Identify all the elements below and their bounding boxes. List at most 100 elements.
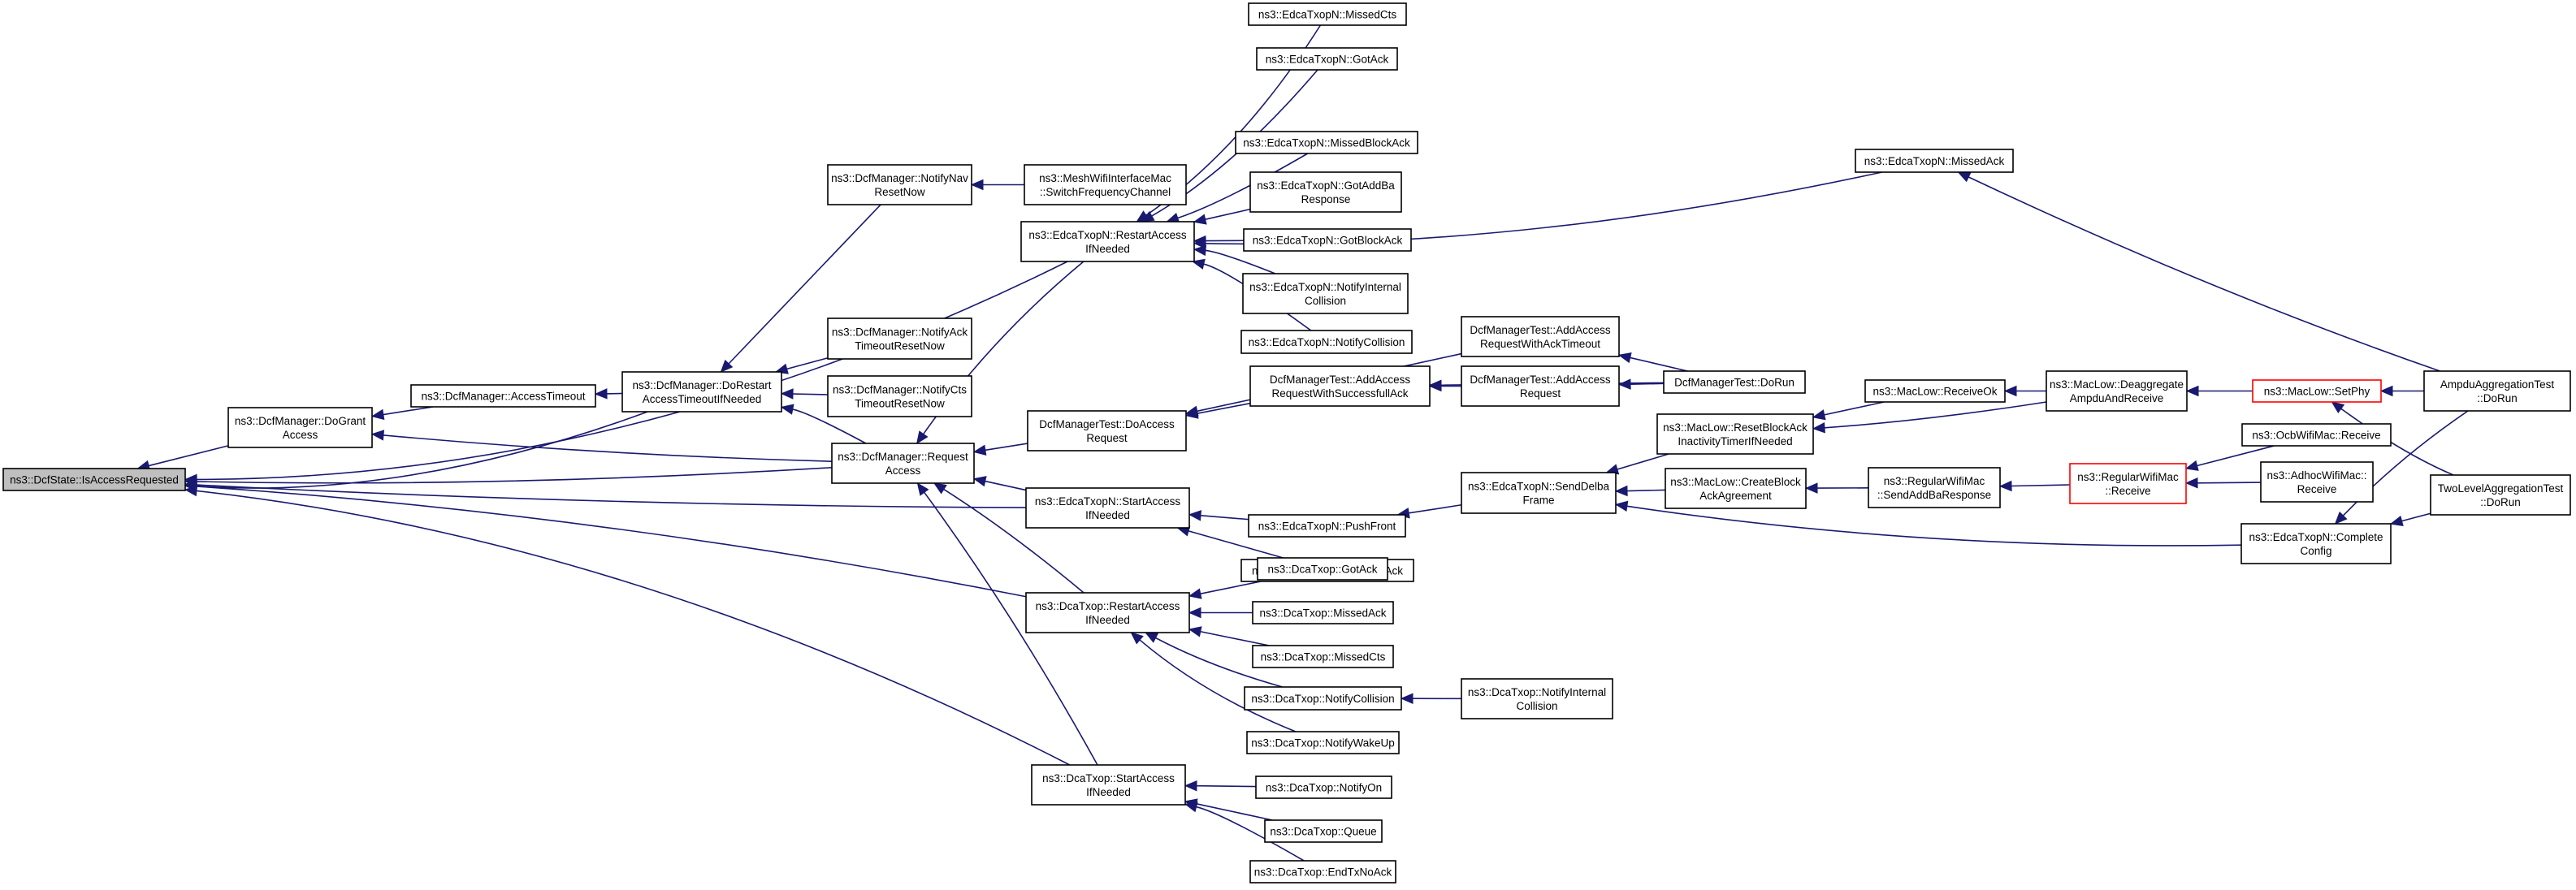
call-edge (594, 388, 623, 400)
node-label-line: ns3::EdcaTxopN::MissedCts (1258, 9, 1397, 21)
arrowhead (1998, 480, 2012, 492)
node-add-ack-timeout[interactable]: DcfManagerTest::AddAccessRequestWithAckT… (1461, 316, 1620, 357)
edge-line (196, 486, 1027, 598)
node-d-missed-ack[interactable]: ns3::DcaTxop::MissedAck (1252, 601, 1394, 624)
node-label-line: ns3::MeshWifiInterfaceMac (1039, 172, 1171, 184)
node-box (2240, 523, 2392, 564)
node-label-line: ns3::DcaTxop::StartAccess (1042, 772, 1175, 784)
node-d-notify-on[interactable]: ns3::DcaTxop::NotifyOn (1255, 776, 1392, 799)
arrowhead (1957, 171, 1972, 183)
node-ampdu-do-run[interactable]: AmpduAggregationTest::DoRun (2423, 370, 2571, 412)
node-adhoc-receive[interactable]: ns3::AdhocWifiMac::Receive (2260, 461, 2374, 503)
node-d-missed-cts[interactable]: ns3::DcaTxop::MissedCts (1252, 645, 1394, 668)
node-d-queue[interactable]: ns3::DcaTxop::Queue (1264, 819, 1383, 843)
node-cts-reset[interactable]: ns3::DcfManager::NotifyCtsTimeoutResetNo… (827, 375, 972, 417)
node-box (1240, 330, 1413, 354)
call-edge (1188, 579, 1270, 599)
node-mesh-switch[interactable]: ns3::MeshWifiInterfaceMac::SwitchFrequen… (1024, 164, 1187, 205)
node-m-set-phy[interactable]: ns3::MacLow::SetPhy (2252, 379, 2382, 403)
node-label-line: ns3::RegularWifiMac (2077, 471, 2179, 483)
node-d-got-ack[interactable]: ns3::DcaTxop::GotAck (1257, 557, 1388, 581)
node-d-notify-col[interactable]: ns3::DcaTxop::NotifyCollision (1244, 686, 1402, 711)
node-r-send-add-ba[interactable]: ns3::RegularWifiMac::SendAddBaResponse (1868, 467, 2001, 508)
node-label-line: ns3::DcfManager::DoRestart (632, 379, 771, 391)
node-label-line: ::SendAddBaResponse (1877, 489, 1991, 501)
arrowhead (1184, 408, 1199, 419)
node-box (2046, 370, 2188, 412)
edge-line (1824, 401, 1885, 416)
call-edge (1428, 380, 1462, 392)
arrowhead (1812, 422, 1825, 434)
node-r-receive[interactable]: ns3::RegularWifiMac::Receive (2069, 463, 2187, 504)
arrowhead (2184, 477, 2198, 489)
node-e-missed-b-a[interactable]: ns3::EdcaTxopN::MissedBlockAck (1235, 131, 1418, 154)
node-two-level-do-run[interactable]: TwoLevelAggregationTest::DoRun (2430, 474, 2571, 516)
node-do-restart[interactable]: ns3::DcfManager::DoRestartAccessTimeoutI… (621, 371, 782, 413)
edge-line (196, 484, 1027, 508)
node-acc-timeout[interactable]: ns3::DcfManager::AccessTimeout (410, 384, 596, 408)
arrowhead (1130, 632, 1144, 645)
node-label-line: ns3::DcaTxop::EndTxNoAck (1254, 866, 1392, 879)
node-label-line: ns3::DcaTxop::NotifyInternal (1468, 686, 1606, 698)
node-label-line: InactivityTimerIfNeeded (1678, 435, 1792, 447)
node-label-line: Request (1086, 432, 1128, 444)
node-label-line: ns3::AdhocWifiMac:: (2266, 469, 2366, 482)
edge-line (1139, 639, 1297, 732)
node-ocb-receive[interactable]: ns3::OcbWifiMac::Receive (2241, 423, 2392, 447)
node-m-receive-ok[interactable]: ns3::MacLow::ReceiveOk (1864, 379, 2006, 403)
node-d-end-tx-no-ack[interactable]: ns3::DcaTxop::EndTxNoAck (1249, 860, 1396, 884)
node-root[interactable]: ns3::DcfState::IsAccessRequested (2, 468, 186, 491)
call-edge (933, 482, 1085, 594)
arrowhead (1614, 485, 1628, 497)
node-add-success[interactable]: DcfManagerTest::AddAccessRequestWithSucc… (1249, 365, 1431, 407)
node-label-line: IfNeeded (1086, 786, 1131, 798)
node-label-line: AccessTimeoutIfNeeded (643, 393, 762, 405)
node-e-notify-col[interactable]: ns3::EdcaTxopN::NotifyCollision (1240, 330, 1413, 354)
call-edge (2379, 385, 2424, 397)
node-d-notify-wake[interactable]: ns3::DcaTxop::NotifyWakeUp (1246, 731, 1400, 754)
node-e-got-ack[interactable]: ns3::EdcaTxopN::GotAck (1256, 47, 1398, 71)
node-box (1461, 472, 1617, 514)
node-label-line: ::Receive (2105, 485, 2150, 497)
node-box (1025, 592, 1190, 633)
node-label-line: ns3::EdcaTxopN::Complete (2249, 531, 2383, 543)
node-label-line: IfNeeded (1085, 243, 1130, 255)
node-label-line: ::DoRun (2477, 392, 2518, 404)
arrowhead (780, 404, 794, 415)
node-e-missed-ack[interactable]: ns3::EdcaTxopN::MissedAck (1855, 149, 2014, 173)
edge-line (1617, 453, 1669, 470)
node-e-missed-cts[interactable]: ns3::EdcaTxopN::MissedCts (1248, 2, 1407, 26)
node-label-line: ns3::DcaTxop::RestartAccess (1036, 600, 1180, 612)
arrowhead (1428, 380, 1442, 392)
edge-line (383, 406, 434, 416)
node-label-line: ns3::DcaTxop::NotifyWakeUp (1251, 737, 1395, 750)
edge-line (792, 393, 829, 395)
edge-line (1177, 153, 1309, 219)
node-m-reset-b-a[interactable]: ns3::MacLow::ResetBlockAckInactivityTime… (1656, 413, 1814, 455)
node-e-got-b-a[interactable]: ns3::EdcaTxopN::GotBlockAck (1243, 228, 1412, 252)
arrowhead (1193, 238, 1206, 249)
node-box (2430, 474, 2571, 516)
node-e-push-front[interactable]: ns3::EdcaTxopN::PushFront (1248, 514, 1406, 538)
node-label-line: ns3::EdcaTxopN::GotAddBa (1257, 179, 1395, 192)
node-ack-reset[interactable]: ns3::DcfManager::NotifyAckTimeoutResetNo… (827, 318, 972, 360)
node-dcf-do-run[interactable]: DcfManagerTest::DoRun (1663, 370, 1806, 394)
